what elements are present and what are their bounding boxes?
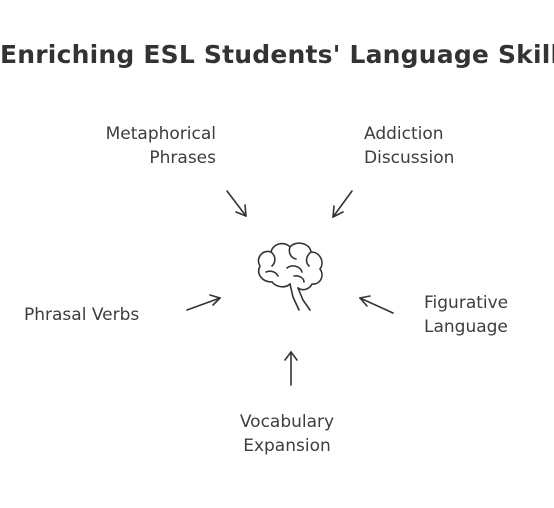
label-vocabulary-expansion: Vocabulary Expansion <box>239 412 335 456</box>
brain-icon <box>257 242 323 311</box>
arrow-metaphorical <box>226 190 247 217</box>
label-metaphorical-phrases: Metaphorical Phrases <box>105 124 216 168</box>
label-phrasal-verbs: Phrasal Verbs <box>24 305 140 325</box>
arrow-addiction <box>332 190 353 218</box>
label-figurative-language: Figurative Language <box>424 293 509 337</box>
diagram-title: Enriching ESL Students' Language Skills <box>0 40 554 69</box>
arrow-vocabulary <box>284 351 298 386</box>
arrow-figurative <box>359 295 394 314</box>
arrow-phrasal <box>186 294 221 311</box>
label-addiction-discussion: Addiction Discussion <box>364 124 455 168</box>
